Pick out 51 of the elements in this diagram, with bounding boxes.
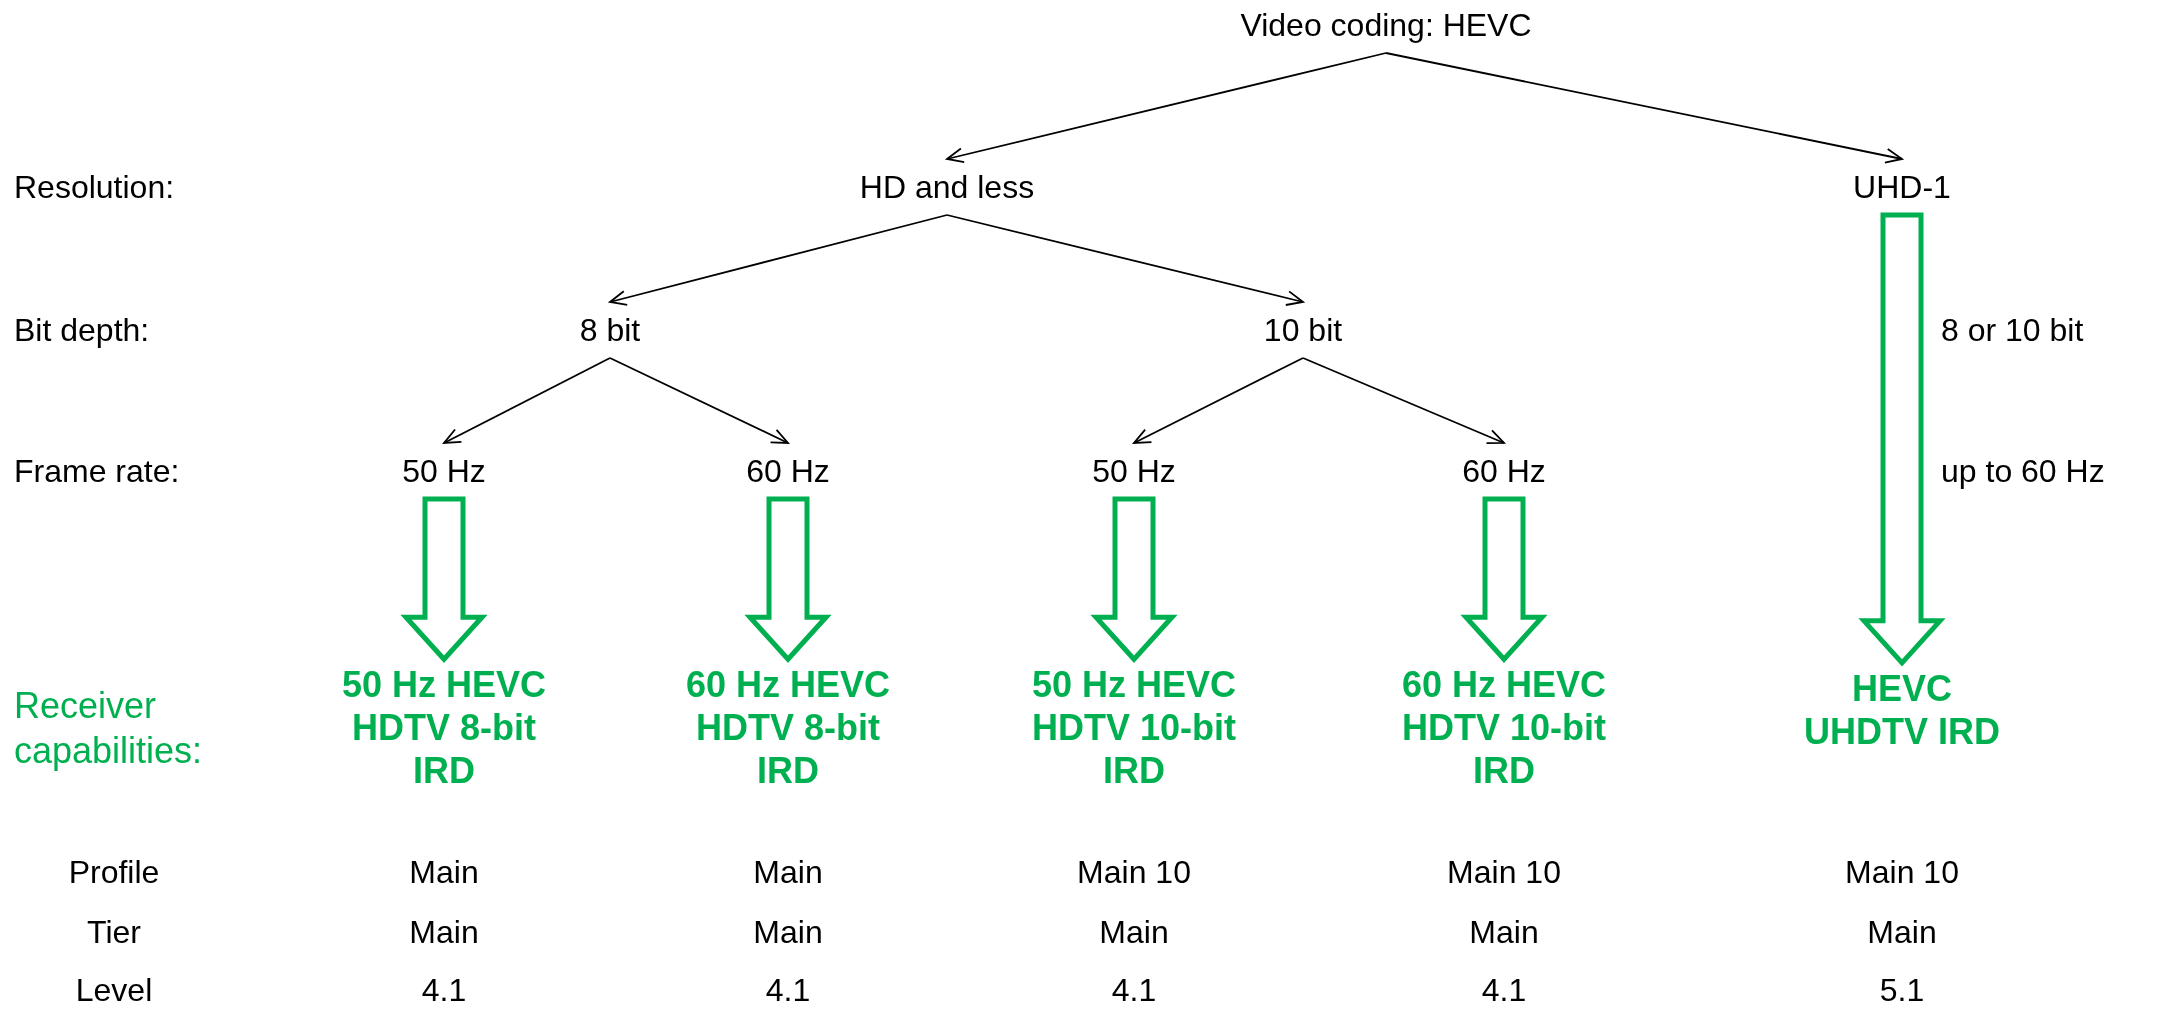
table-text: Main 10 <box>1845 853 1959 892</box>
row-label: Bit depth: <box>14 311 150 350</box>
table-text: Level <box>75 971 153 1010</box>
table-text: 4.1 <box>1111 971 1157 1010</box>
receiver-capability: HEVC UHDTV IRD <box>1792 662 2012 758</box>
arrow <box>609 357 789 444</box>
tree-node-label: 60 Hz <box>746 443 830 499</box>
receiver-capability: 50 Hz HEVC HDTV 10-bit IRD <box>1009 659 1259 797</box>
row-label: Frame rate: <box>14 452 180 491</box>
table-text: 5.1 <box>1879 971 1925 1010</box>
table-text: 4.1 <box>421 971 467 1010</box>
block-arrow <box>400 496 488 663</box>
tree-node-label: UHD-1 <box>1853 159 1951 215</box>
row-label: Receiver capabilities: <box>14 684 204 773</box>
table-text: Main 10 <box>1077 853 1191 892</box>
row-label: 8 or 10 bit <box>1941 311 2084 350</box>
tree-node-label: 50 Hz <box>1092 443 1176 499</box>
tree-node-label: 60 Hz <box>1462 443 1546 499</box>
receiver-capability: 50 Hz HEVC HDTV 8-bit IRD <box>319 659 569 797</box>
table-text: Profile <box>68 853 160 892</box>
table-text: Main <box>1867 913 1937 952</box>
block-arrow <box>1090 496 1178 663</box>
tree-node-label: 8 bit <box>579 302 641 358</box>
arrow <box>609 214 948 306</box>
block-arrow <box>744 496 832 663</box>
table-text: Main <box>753 913 823 952</box>
block-arrow <box>1858 212 1946 667</box>
tree-node-label: 10 bit <box>1263 302 1343 358</box>
table-text: Main <box>753 853 823 892</box>
tree-node-label: 50 Hz <box>402 443 486 499</box>
row-label: up to 60 Hz <box>1941 452 2105 491</box>
table-text: 4.1 <box>765 971 811 1010</box>
table-text: Main <box>409 913 479 952</box>
arrow <box>443 357 611 444</box>
table-text: Main <box>409 853 479 892</box>
table-text: Tier <box>87 913 141 952</box>
arrow <box>1133 357 1304 444</box>
receiver-capability: 60 Hz HEVC HDTV 10-bit IRD <box>1379 659 1629 797</box>
arrow <box>1302 357 1505 445</box>
tree-node-label: HD and less <box>859 159 1035 215</box>
block-arrow <box>1460 496 1548 663</box>
arrow <box>1385 52 1903 164</box>
table-text: Main <box>1469 913 1539 952</box>
tree-node-label: Video coding: HEVC <box>1240 0 1532 53</box>
table-text: 4.1 <box>1481 971 1527 1010</box>
receiver-capability: 60 Hz HEVC HDTV 8-bit IRD <box>663 659 913 797</box>
arrow <box>946 214 1304 306</box>
table-text: Main <box>1099 913 1169 952</box>
row-label: Resolution: <box>14 168 175 207</box>
table-text: Main 10 <box>1447 853 1561 892</box>
arrow <box>946 52 1387 163</box>
